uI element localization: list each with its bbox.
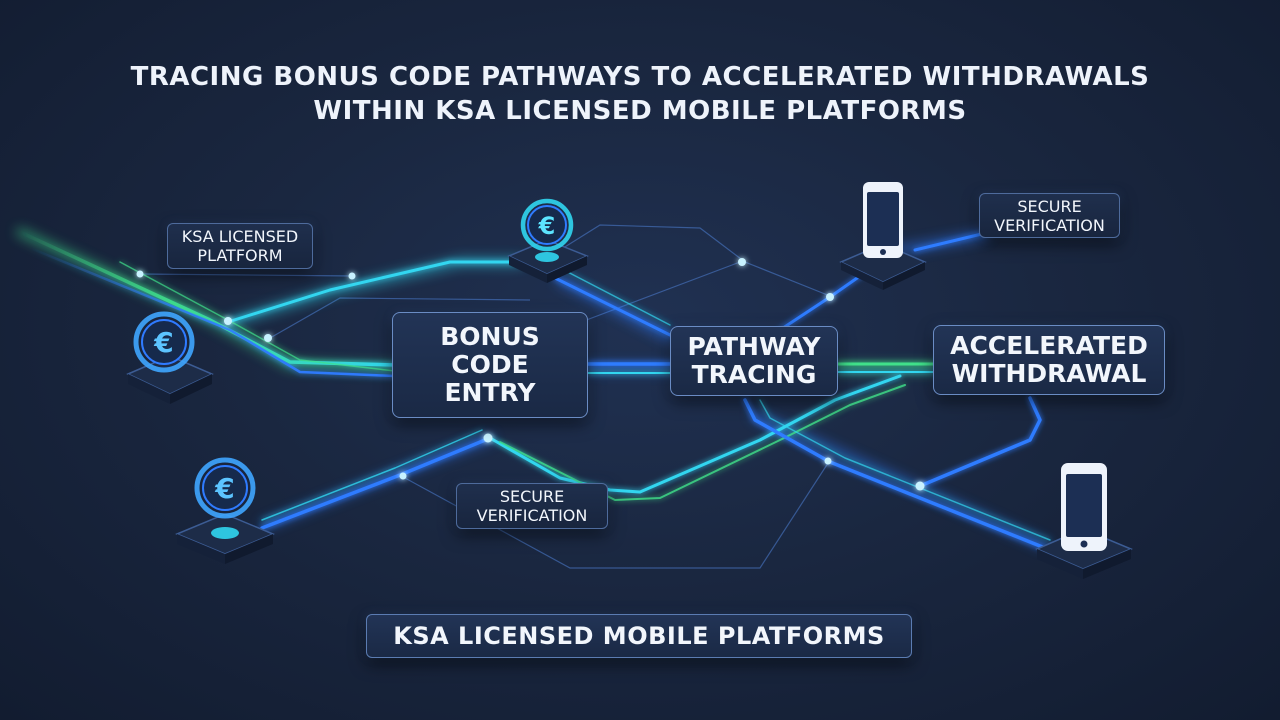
wire-blue-left bbox=[28, 246, 397, 378]
svg-text:€: € bbox=[153, 326, 173, 359]
wire-withdrawal-to-junction bbox=[918, 396, 1042, 488]
label-secure-verification-top: SECURE VERIFICATION bbox=[979, 193, 1120, 238]
junction-dots bbox=[136, 258, 925, 491]
euro-coin-icon: € bbox=[495, 190, 615, 340]
wire-pathway-to-phone-lower bbox=[743, 398, 1047, 550]
diagram-title-line-1: TRACING BONUS CODE PATHWAYS TO ACCELERAT… bbox=[130, 62, 1150, 92]
wire-cyan-upper bbox=[226, 260, 522, 324]
wire-bonus-to-verification bbox=[488, 374, 902, 494]
wire-phone-to-verification bbox=[913, 230, 992, 252]
node-bonus-code-entry: BONUS CODE ENTRY bbox=[392, 312, 588, 418]
node-accelerated-withdrawal: ACCELERATED WITHDRAWAL bbox=[933, 325, 1165, 395]
wire-coin-to-pathway bbox=[553, 276, 672, 337]
diagram-title-line-2: WITHIN KSA LICENSED MOBILE PLATFORMS bbox=[313, 96, 967, 126]
label-secure-verification-bottom: SECURE VERIFICATION bbox=[456, 483, 608, 529]
svg-text:€: € bbox=[214, 472, 234, 505]
svg-text:€: € bbox=[538, 212, 556, 240]
label-ksa-licensed-platform: KSA LICENSED PLATFORM bbox=[167, 223, 313, 269]
euro-coin-icon: € bbox=[110, 300, 230, 450]
footer-label: KSA LICENSED MOBILE PLATFORMS bbox=[366, 614, 912, 658]
node-pathway-tracing: PATHWAY TRACING bbox=[670, 326, 838, 396]
smartphone-icon bbox=[1025, 455, 1145, 605]
euro-coin-icon: € bbox=[165, 448, 285, 598]
smartphone-icon bbox=[825, 170, 945, 320]
